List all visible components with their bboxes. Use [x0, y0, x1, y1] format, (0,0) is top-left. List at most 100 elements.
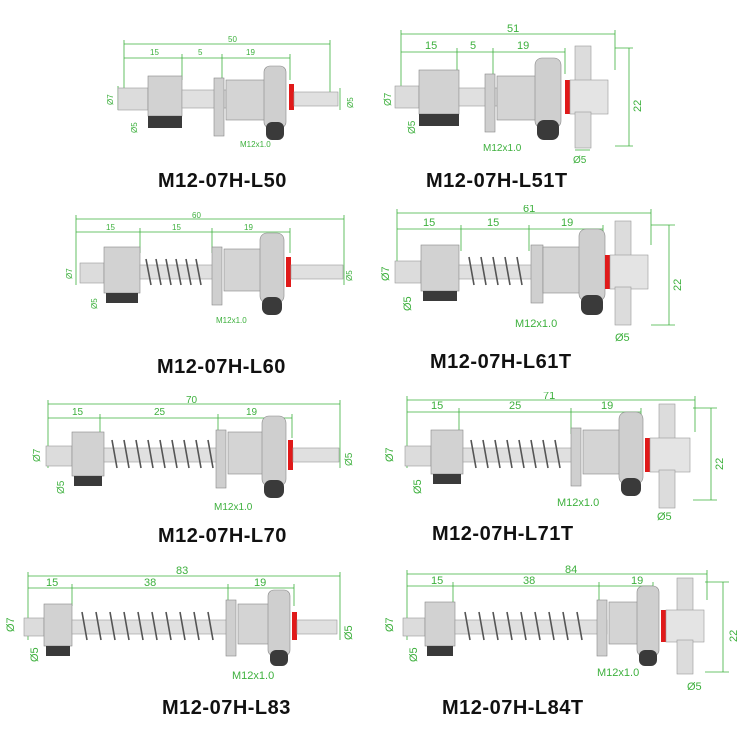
dim-right-dia: Ø5	[346, 97, 355, 108]
dim-seg1: 15	[425, 40, 437, 52]
model-label: M12-07H-L50	[158, 170, 287, 192]
tee-body	[609, 254, 649, 290]
hex-nut-shadow	[262, 297, 282, 315]
dim-height: 22	[714, 458, 726, 470]
product-card-l83: 83 15 38 19 Ø7 Ø5 Ø5 M12x1.0	[0, 560, 375, 690]
hex-nut	[263, 65, 287, 129]
seal-ring	[565, 80, 570, 114]
product-card-l70: 70 15 25 19 Ø7 Ø5 Ø5 M12x1.0	[0, 392, 375, 562]
dim-seg3: 19	[246, 48, 255, 57]
dim-right-dia: Ø5	[343, 625, 355, 640]
hex-nut	[636, 585, 660, 657]
dim-left-dia: Ø7	[65, 268, 74, 279]
threaded-body	[496, 75, 540, 121]
dim-seg1: 15	[431, 400, 443, 412]
washer	[596, 599, 608, 657]
threaded-body	[225, 79, 267, 121]
dim-seg3: 19	[246, 407, 258, 418]
dim-lower-dia: Ø5	[130, 122, 139, 133]
washer	[484, 73, 496, 133]
thread-label: M12x1.0	[483, 143, 522, 154]
seal-ring	[289, 84, 294, 110]
dim-seg2: 5	[198, 48, 203, 57]
dim-right-dia: Ø5	[345, 270, 354, 281]
nut-left	[43, 603, 73, 647]
fitting-drawing-l60: 60 15 15 19 Ø7 Ø5 Ø5 M12x1.0	[65, 211, 354, 325]
dim-seg2: 38	[144, 577, 156, 589]
model-label: M12-07H-L71T	[432, 523, 574, 545]
dim-lower-dia: Ø5	[407, 120, 418, 134]
dim-seg1: 15	[423, 217, 435, 229]
spring-coil	[81, 611, 214, 641]
fitting-drawing-l71t: 71 15 25 19 Ø7 Ø5 22 Ø5 M12x1.0	[384, 390, 726, 523]
tee-stem-bottom	[658, 469, 676, 509]
tube-left	[404, 445, 432, 467]
dim-seg2: 38	[523, 575, 535, 587]
nut-left	[71, 431, 105, 477]
dim-tee-dia: Ø5	[657, 511, 672, 523]
dim-total: 83	[176, 565, 188, 577]
dim-lower-dia: Ø5	[412, 479, 424, 494]
product-card-l51t: 51 15 5 19 Ø7 Ø5 22 Ø5 M12x1.0	[375, 0, 750, 190]
dim-total: 71	[543, 392, 555, 402]
dim-seg1: 15	[46, 577, 58, 589]
thread-label: M12x1.0	[232, 670, 274, 682]
washer	[530, 244, 544, 304]
model-label: M12-07H-L51T	[426, 170, 568, 192]
tube-left	[79, 262, 105, 284]
dim-left-dia: Ø7	[32, 448, 43, 462]
dim-total: 61	[523, 205, 535, 215]
tee-body	[649, 437, 691, 473]
spring-coil	[145, 258, 202, 286]
nut-left	[430, 429, 464, 475]
hex-nut-shadow	[264, 480, 284, 498]
tee-stem-top	[658, 403, 676, 443]
dim-seg1: 15	[431, 575, 443, 587]
tee-stem-bottom	[676, 639, 694, 675]
thread-label: M12x1.0	[597, 667, 639, 679]
tee-stem-top	[574, 45, 592, 83]
tube-left	[402, 617, 426, 637]
nut-left-shadow	[433, 474, 461, 484]
nut-left	[424, 601, 456, 647]
nut-left-shadow	[427, 646, 453, 656]
tee-stem-bottom	[614, 286, 632, 326]
dim-left-dia: Ø7	[384, 447, 396, 462]
dim-seg1: 15	[72, 407, 84, 418]
hex-nut-shadow	[537, 120, 559, 140]
dim-lower-dia: Ø5	[408, 647, 420, 662]
dim-total: 50	[228, 35, 237, 44]
hex-nut-shadow	[266, 122, 284, 140]
nut-left	[147, 75, 183, 117]
dim-left-dia: Ø7	[383, 92, 394, 106]
product-card-l71t: 71 15 25 19 Ø7 Ø5 22 Ø5 M12x1.0	[375, 390, 750, 562]
seal-ring	[661, 610, 666, 642]
dim-left-dia: Ø7	[384, 617, 396, 632]
hex-nut-shadow	[581, 295, 603, 315]
dim-seg3: 19	[601, 400, 613, 412]
washer	[570, 427, 582, 487]
model-label: M12-07H-L60	[157, 356, 286, 378]
model-label: M12-07H-L70	[158, 525, 287, 547]
dim-total: 84	[565, 564, 577, 576]
dim-seg3: 19	[631, 575, 643, 587]
dim-left-dia: Ø7	[380, 266, 392, 281]
seal-ring	[286, 257, 291, 287]
nut-left-shadow	[423, 291, 457, 301]
hex-nut	[578, 228, 606, 302]
dim-right-dia: Ø5	[344, 452, 355, 466]
dim-lower-dia: Ø5	[29, 647, 41, 662]
barb-tip	[293, 91, 339, 107]
thread-label: M12x1.0	[557, 497, 599, 509]
nut-left	[420, 244, 460, 292]
fitting-drawing-l84t: 84 15 38 19 Ø7 Ø5 22 Ø5 M12x1.0	[384, 564, 740, 693]
dim-total: 60	[192, 211, 201, 220]
model-label: M12-07H-L61T	[430, 351, 572, 373]
tube-left	[45, 445, 73, 467]
dim-seg3: 19	[517, 40, 529, 52]
dim-seg2: 25	[154, 407, 166, 418]
dim-seg3: 19	[561, 217, 573, 229]
spring-coil	[470, 439, 561, 469]
dim-seg2: 15	[172, 223, 181, 232]
nut-left-shadow	[148, 116, 182, 128]
